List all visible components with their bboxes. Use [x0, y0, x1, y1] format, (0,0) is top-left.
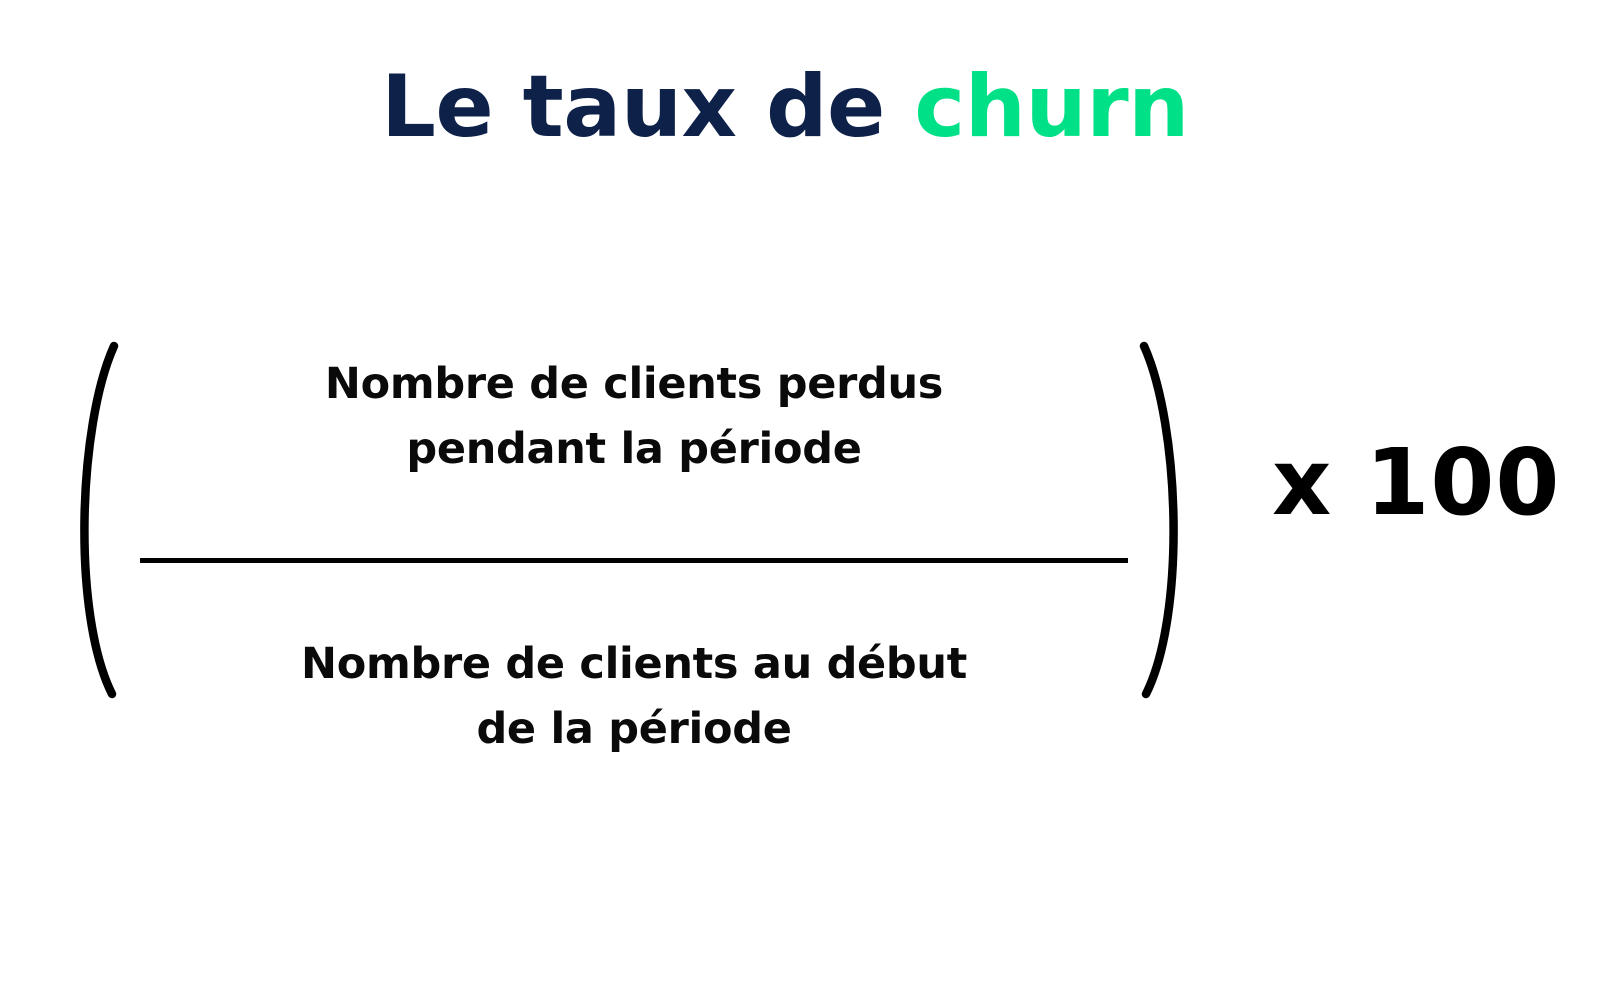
denominator-line-1: Nombre de clients au début — [301, 639, 967, 689]
denominator-line-2: de la période — [476, 704, 792, 755]
left-parenthesis — [62, 340, 172, 700]
page-title: Le taux de churn — [0, 62, 1570, 152]
fraction-denominator: Nombre de clients au début de la période — [140, 632, 1128, 763]
fraction: Nombre de clients perdus pendant la péri… — [140, 352, 1128, 772]
numerator-line-2: pendant la période — [406, 424, 862, 475]
numerator-line-1: Nombre de clients perdus — [324, 359, 944, 409]
multiplier-label: x 100 — [1272, 429, 1561, 536]
title-highlight-text: churn — [914, 57, 1189, 157]
fraction-numerator: Nombre de clients perdus pendant la péri… — [140, 352, 1128, 483]
fraction-bar — [140, 558, 1128, 563]
right-parenthesis — [1118, 340, 1228, 700]
title-lead-text: Le taux de — [381, 57, 915, 157]
